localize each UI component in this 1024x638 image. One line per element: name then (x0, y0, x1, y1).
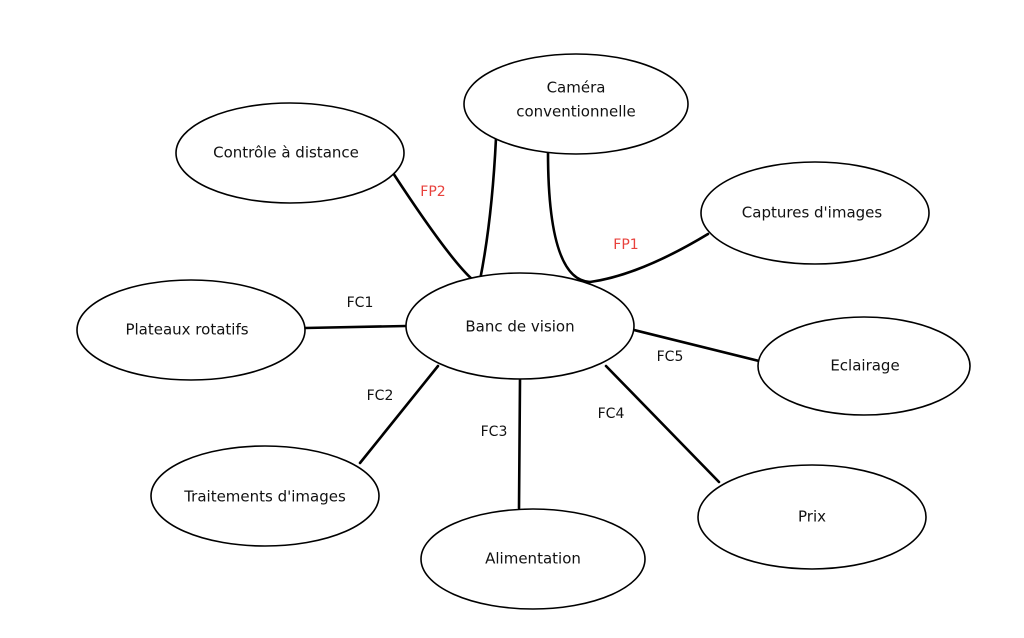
label-fc1: FC1 (347, 295, 374, 311)
link-fc4 (604, 364, 721, 484)
node-plateaux-label: Plateaux rotatifs (125, 321, 248, 339)
node-controle: Contrôle à distance (175, 102, 405, 204)
node-prix: Prix (697, 464, 927, 570)
node-captures-label: Captures d'images (742, 204, 883, 222)
link-fc3 (517, 378, 522, 510)
label-fc3: FC3 (481, 424, 508, 440)
center-node-label: Banc de vision (465, 318, 574, 336)
node-eclairage-label: Eclairage (830, 357, 899, 375)
link-fp1-captures (588, 232, 710, 284)
link-fp1-camera (546, 150, 592, 284)
label-fc5: FC5 (657, 349, 684, 365)
label-fp2: FP2 (420, 184, 445, 200)
node-camera-label-line1: Caméra (547, 79, 606, 97)
link-fc5 (632, 328, 765, 364)
node-eclairage: Eclairage (757, 316, 971, 416)
label-fc4: FC4 (598, 406, 625, 422)
node-traitements: Traitements d'images (150, 445, 380, 547)
link-fp2-controle (391, 171, 475, 282)
label-fp1: FP1 (613, 237, 638, 253)
node-controle-label: Contrôle à distance (213, 144, 359, 162)
node-alimentation-label: Alimentation (485, 550, 581, 568)
node-plateaux: Plateaux rotatifs (76, 279, 306, 381)
node-center: Banc de vision (405, 272, 635, 380)
node-camera-label-line2: conventionnelle (516, 103, 636, 121)
node-traitements-label: Traitements d'images (183, 488, 346, 506)
node-prix-label: Prix (798, 508, 826, 526)
link-fc1 (303, 324, 408, 330)
node-alimentation: Alimentation (420, 508, 646, 610)
node-captures: Captures d'images (700, 161, 930, 265)
link-fc2 (358, 364, 440, 465)
label-fc2: FC2 (367, 388, 394, 404)
node-camera: Caméra conventionnelle (463, 53, 689, 155)
link-fp2-camera (478, 136, 498, 282)
